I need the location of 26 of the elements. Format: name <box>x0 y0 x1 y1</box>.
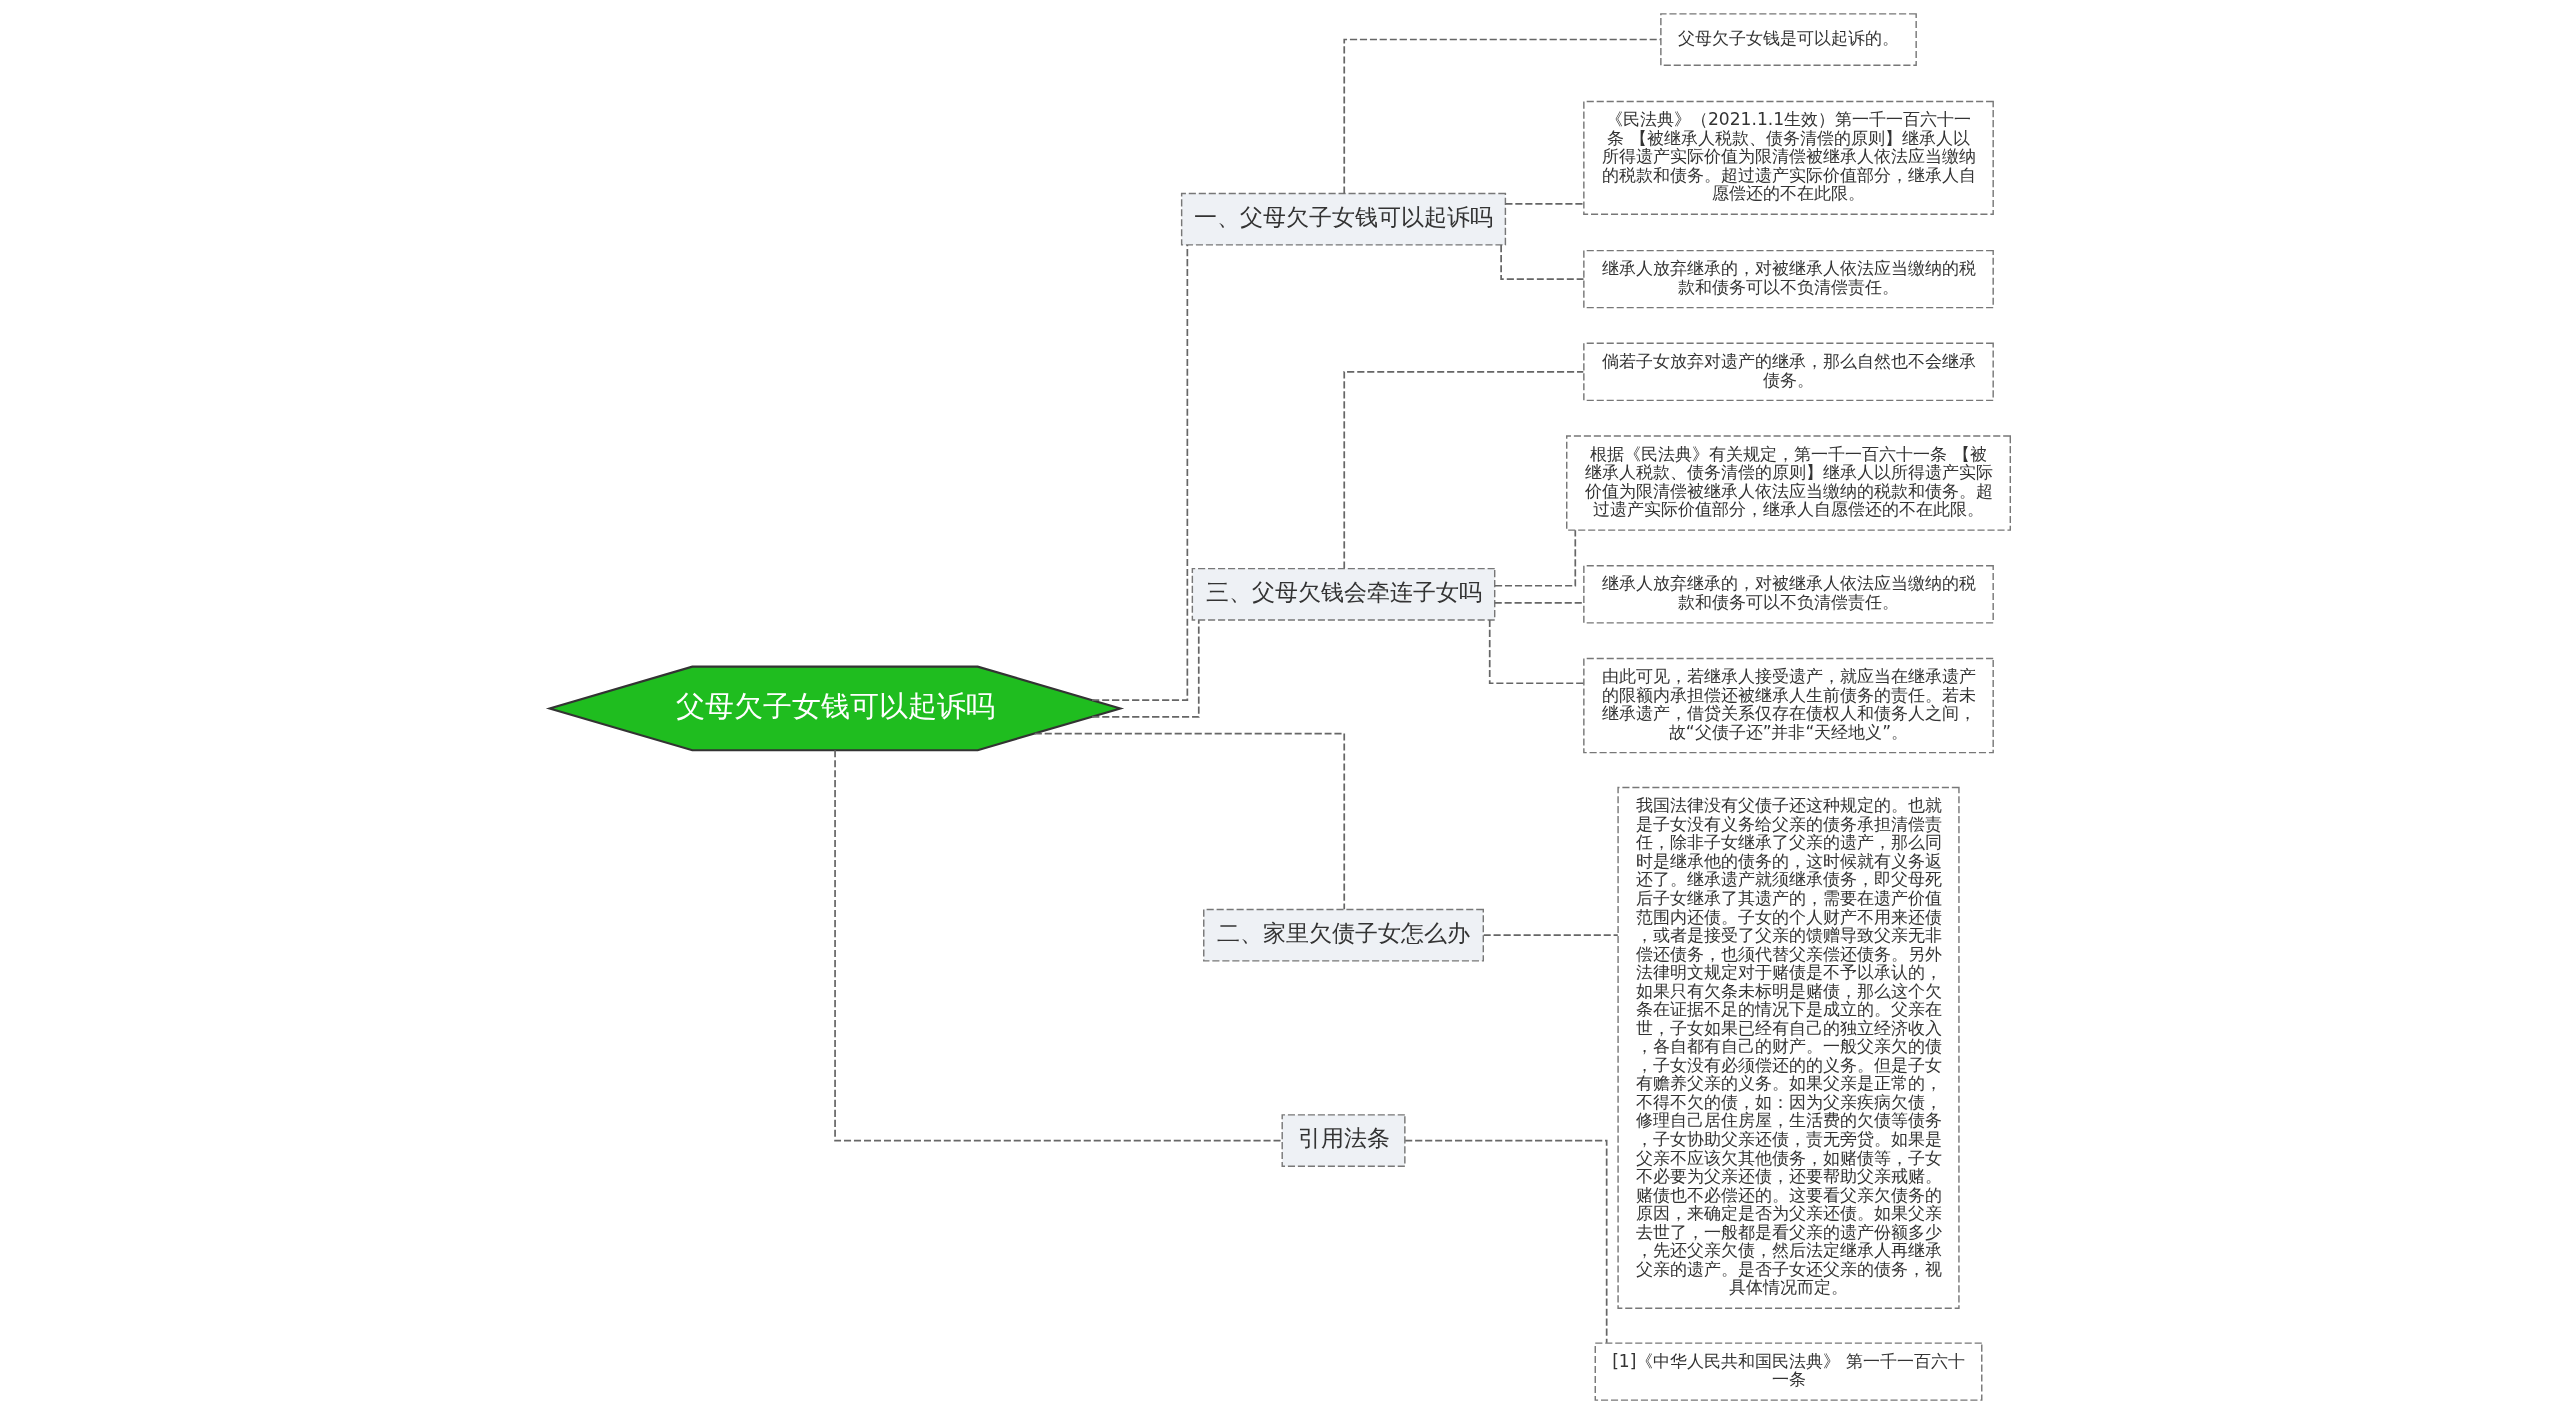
node-box: 继承人放弃继承的，对被继承人依法应当缴纳的税款和债务可以不负清偿责任。 <box>1583 565 1994 624</box>
node-box: 倘若子女放弃对遗产的继承，那么自然也不会继承债务。 <box>1583 342 1994 402</box>
connector <box>1493 602 1585 604</box>
node-box: 一、父母欠子女钱可以起诉吗 <box>1180 192 1507 246</box>
connector <box>1343 38 1662 195</box>
node-box: 二、家里欠债子女怎么办 <box>1203 908 1484 962</box>
connector <box>1343 370 1585 570</box>
connector <box>834 749 1284 1142</box>
connector <box>1500 244 1585 280</box>
connector <box>1404 1139 1608 1344</box>
node-box: 继承人放弃继承的，对被继承人依法应当缴纳的税款和债务可以不负清偿责任。 <box>1583 249 1994 309</box>
connector <box>1488 619 1585 685</box>
node-box: 由此可见，若继承人接受遗产，就应当在继承遗产的限额内承担偿还被继承人生前债务的责任。若未继承遗产，借贷关系仅存在债权人和债务人之间，故“父债子还”并非“天经地义”。 <box>1583 657 1994 754</box>
connector <box>1091 619 1200 718</box>
node-box: 我国法律没有父债子还这种规定的。也就是子女没有义务给父亲的债务承担清偿责任，除非子女继承了父亲的遗产，那么同时是继承他的债务的，这时候就有义务返还了。继承遗产就须继承债务，即父母死后子女继承了其遗产的，需要在遗产价值范围内还债。子女的个人财产不用来还债，或者是接受了父亲的馈赠导致父亲无非偿还债务，也须代替父亲偿还债务。另外法律明文规定对于赌债是不予以承认的，如果只有欠条未标明是赌债，那么这个欠条在证据不足的情况下是成立的。父亲在世，子女如果已经有自己的独立经济收入，各自都有自己的财产。一般父亲欠的债，子女没有必须偿还的的义务。但是子女有赡养父亲的义务。如果父亲是正常的，不得不欠的债，如：因为父亲疾病欠债，修理自己居住房屋，生活费的欠债等债务，子女协助父亲还债，责无旁贷。如果是父亲不应该欠其他债务，如赌债等，子女不必要为父亲还债，还要帮助父亲戒赌。赌债也不必偿还的。这要看父亲欠债务的原因，来确定是否为父亲还债。如果父亲去世了，一般都是看父亲的遗产份额多少，先还父亲欠债，然后法定继承人再继承父亲的遗产。是否子女还父亲的债务，视具体情况而定。 <box>1617 786 1960 1309</box>
connector <box>1033 732 1346 911</box>
node-box: 根据《民法典》有关规定，第一千一百六十一条 【被继承人税款、债务清偿的原则】继承人以所得遗产实际价值为限清偿被继承人依法应当缴纳的税款和债务。超过遗产实际价值部分，继承人自愿偿还的不在此限。 <box>1566 435 2011 531</box>
node-box: 《民法典》（2021.1.1生效）第一千一百六十一条 【被继承人税款、债务清偿的原则】继承人以所得遗产实际价值为限清偿被继承人依法应当缴纳的税款和债务。超过遗产实际价值部分，继承人自愿偿还的不在此限。 <box>1583 100 1994 215</box>
connector <box>1494 529 1577 587</box>
node-box: [1]《中华人民共和国民法典》 第一千一百六十一条 <box>1594 1342 1983 1401</box>
connector <box>1504 203 1585 205</box>
connector <box>1091 244 1189 701</box>
connector <box>1482 934 1619 937</box>
node-box: 父母欠子女钱是可以起诉的。 <box>1660 13 1917 66</box>
node-box: 三、父母欠钱会牵连子女吗 <box>1191 567 1496 621</box>
node-box: 引用法条 <box>1281 1114 1406 1167</box>
